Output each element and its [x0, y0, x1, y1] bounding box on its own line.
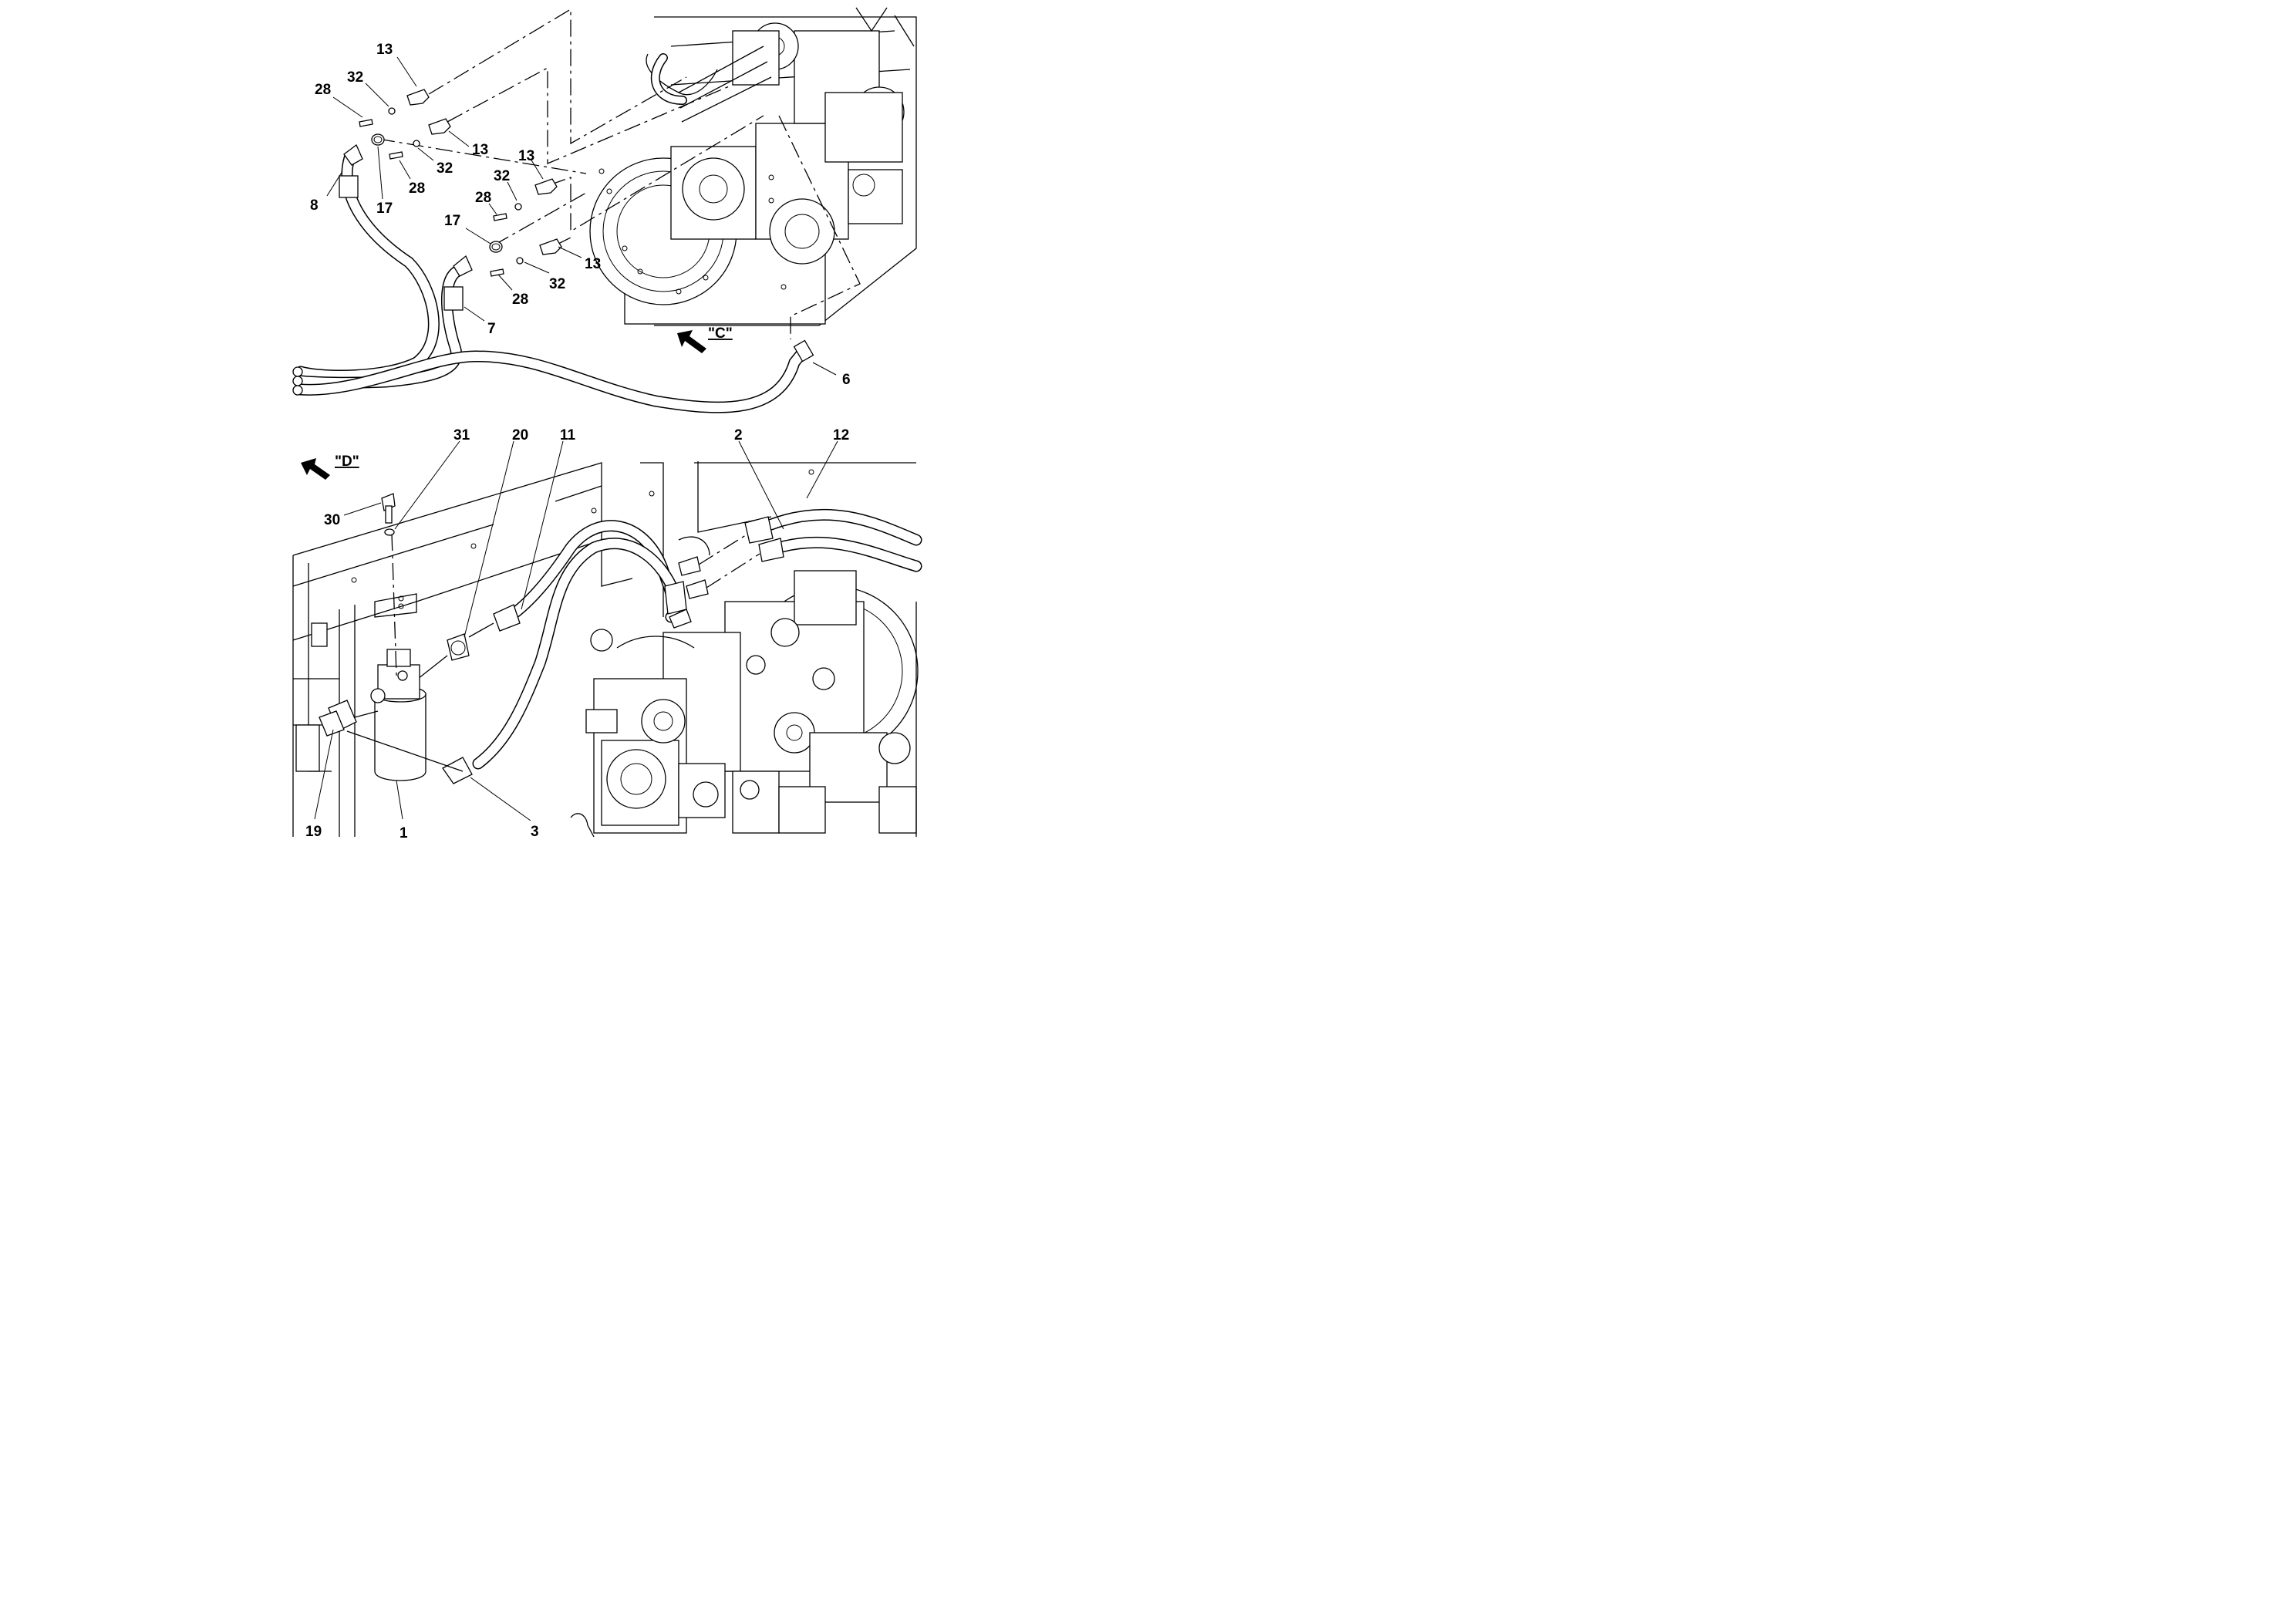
pump-assembly-bottom	[570, 536, 919, 838]
hydraulic-hose-assembly-diagram: "C" 13 32 28 13 32 28 8 17 13 32 28 17 1…	[292, 7, 922, 841]
pump-housing-top	[589, 7, 917, 326]
callout-20: 20	[512, 427, 528, 443]
bottom-hoses	[417, 508, 922, 784]
callout-13: 13	[518, 148, 534, 164]
callout-7: 7	[487, 321, 496, 337]
callout-30: 30	[324, 512, 340, 528]
callout-11: 11	[560, 427, 576, 443]
top-fasteners	[359, 89, 562, 277]
callout-12: 12	[833, 427, 849, 443]
callout-31: 31	[453, 427, 470, 443]
callout-1: 1	[400, 825, 408, 841]
callout-28: 28	[409, 180, 425, 197]
callout-19: 19	[305, 824, 322, 840]
top-hose-bundle	[292, 143, 814, 413]
callout-13: 13	[472, 142, 488, 158]
bottom-leader-lines	[314, 440, 838, 821]
bottom-callouts: 31 20 11 2 12 30 19 1 3	[305, 427, 849, 841]
callout-32: 32	[494, 168, 510, 184]
callout-2: 2	[734, 427, 743, 443]
callout-32: 32	[347, 69, 363, 86]
callout-28: 28	[475, 190, 491, 206]
callout-32: 32	[549, 276, 565, 292]
top-leader-lines	[326, 56, 837, 376]
callout-17: 17	[444, 213, 460, 229]
filter-canister	[319, 493, 464, 781]
view-d-arrow	[301, 458, 330, 480]
view-c-arrow	[677, 330, 706, 353]
callout-13: 13	[376, 42, 393, 58]
clamp-routing-lines	[377, 8, 861, 339]
callout-28: 28	[512, 292, 528, 308]
callout-13: 13	[585, 256, 601, 272]
view-c-label: "C"	[708, 325, 733, 342]
callout-32: 32	[437, 160, 453, 177]
callout-17: 17	[376, 201, 393, 217]
callout-8: 8	[310, 197, 319, 214]
callout-3: 3	[531, 824, 539, 840]
callout-28: 28	[315, 82, 331, 98]
callout-6: 6	[842, 372, 851, 388]
top-callouts: 13 32 28 13 32 28 8 17 13 32 28 17 13 32…	[310, 42, 851, 388]
view-d-label: "D"	[335, 454, 359, 470]
